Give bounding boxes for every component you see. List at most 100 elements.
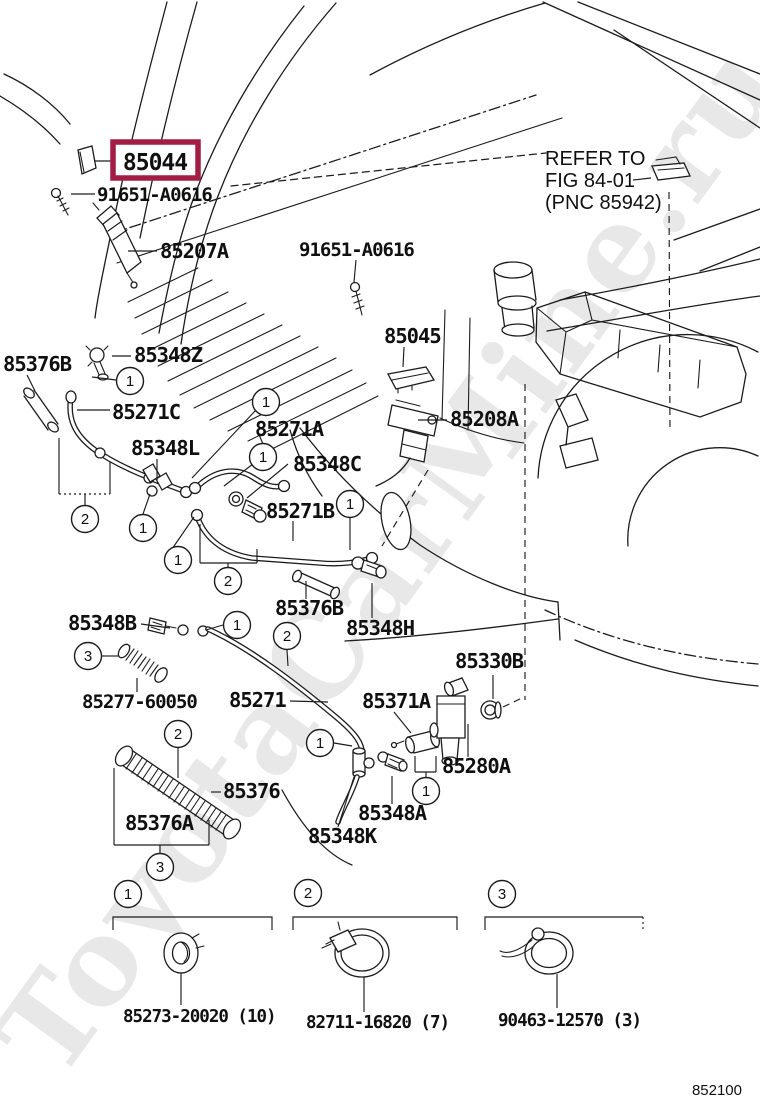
part-label-85348H[interactable]: 85348H — [346, 616, 415, 640]
part-label-85271B[interactable]: 85271B — [266, 499, 336, 523]
refer-note-line2: FIG 84-01 — [545, 170, 635, 192]
hose-85271C-drawing — [65, 390, 193, 499]
washer-reservoir-drawing — [493, 261, 747, 469]
callout-1-number: 1 — [126, 373, 134, 390]
callout-2: 2 — [272, 621, 302, 651]
legend-3-part-number[interactable]: 90463-12570 (3) — [498, 1011, 642, 1031]
callout-2: 2 — [70, 504, 100, 534]
legend: 1 85273-20020 (10) 2 82711-16820 (7) — [112, 878, 644, 1033]
part-labels: 91651-A0616 85207A 91651-A0616 85045 853… — [3, 184, 525, 848]
refer-note: REFER TO FIG 84-01 (PNC 85942) — [545, 148, 662, 214]
callout-2-number: 2 — [81, 511, 89, 528]
washer-cover-85044-drawing — [77, 145, 97, 175]
refer-note-line1: REFER TO — [545, 148, 645, 170]
fitting-85348A-drawing — [377, 751, 408, 772]
figure-code: 852100 — [692, 1082, 742, 1099]
callout-3: 3 — [73, 641, 103, 671]
callout-1-number: 1 — [316, 735, 324, 752]
callout-1: 1 — [411, 776, 441, 806]
callout-3: 3 — [145, 852, 175, 882]
callout-1-number: 1 — [233, 617, 241, 634]
car-body-lines — [0, 1, 760, 866]
nozzle-85045-drawing — [387, 366, 436, 394]
callout-1-number: 1 — [262, 394, 270, 411]
callout-1-number: 1 — [139, 520, 147, 537]
part-label-85376B-mid[interactable]: 85376B — [275, 596, 345, 620]
callout-2-number: 2 — [174, 726, 182, 743]
part-drawings — [23, 145, 691, 840]
part-label-85376A[interactable]: 85376A — [125, 811, 196, 835]
part-label-85277-60050[interactable]: 85277-60050 — [82, 691, 198, 713]
part-label-85207A[interactable]: 85207A — [160, 239, 231, 263]
part-label-85330B[interactable]: 85330B — [455, 649, 525, 673]
part-label-85376B-top[interactable]: 85376B — [3, 352, 73, 376]
callout-3-number: 3 — [84, 648, 92, 665]
part-label-85348C[interactable]: 85348C — [293, 452, 362, 476]
windshield-hatch — [127, 267, 379, 451]
callout-1: 1 — [115, 366, 145, 396]
part-label-85045[interactable]: 85045 — [384, 324, 442, 348]
clip-85348Z-drawing — [85, 345, 109, 381]
callout-1: 1 — [163, 545, 193, 575]
part-label-85208A[interactable]: 85208A — [450, 407, 521, 431]
callout-1: 1 — [335, 489, 365, 519]
fitting-85348B-drawing — [147, 617, 209, 637]
tie-90463-drawing — [499, 927, 574, 975]
screw-91651-top-drawing — [50, 187, 70, 216]
legend-1-part-number[interactable]: 85273-20020 (10) — [123, 1007, 277, 1027]
legend-item-1: 1 85273-20020 (10) — [112, 879, 277, 1027]
part-label-85271A[interactable]: 85271A — [255, 417, 326, 441]
legend-1-callout-number: 1 — [124, 886, 132, 903]
callout-1-number: 1 — [346, 496, 354, 513]
legend-item-2: 2 82711-16820 (7) — [292, 878, 458, 1033]
part-label-85376[interactable]: 85376 — [223, 779, 281, 803]
refer-part-drawing — [651, 156, 691, 181]
part-label-85271C[interactable]: 85271C — [112, 400, 181, 424]
grommet-85330B-drawing — [480, 700, 502, 720]
part-label-85348B[interactable]: 85348B — [68, 611, 138, 635]
legend-2-callout-number: 2 — [304, 885, 312, 902]
part-label-85348Z[interactable]: 85348Z — [134, 343, 204, 367]
screw-91651-mid-drawing — [349, 281, 365, 316]
callout-2: 2 — [163, 719, 193, 749]
callout-3-number: 3 — [156, 859, 164, 876]
part-label-85348A[interactable]: 85348A — [358, 801, 429, 825]
callout-1-number: 1 — [259, 449, 267, 466]
leader-lines — [26, 160, 652, 853]
callouts: 1 1 1 1 1 1 1 1 1 2 2 2 2 3 3 — [70, 366, 441, 882]
fitting-85348L-drawing — [142, 463, 173, 497]
callout-2-number: 2 — [283, 628, 291, 645]
part-label-85348L[interactable]: 85348L — [131, 436, 201, 460]
washer-jet-85207A-drawing — [92, 202, 142, 289]
callout-1: 1 — [248, 442, 278, 472]
part-label-85280A[interactable]: 85280A — [442, 754, 513, 778]
part-label-91651-A0616-top[interactable]: 91651-A0616 — [97, 184, 213, 206]
part-label-85271[interactable]: 85271 — [229, 688, 287, 712]
callout-2: 2 — [213, 566, 243, 596]
callout-1: 1 — [305, 728, 335, 758]
tube-85376B-mid-drawing — [291, 569, 341, 600]
nozzle-85208A-drawing — [375, 399, 439, 487]
refer-note-line3: (PNC 85942) — [545, 192, 662, 214]
screw-85348C-drawing — [228, 491, 267, 523]
hose-85271A-drawing — [188, 468, 291, 495]
legend-3-callout-number: 3 — [498, 886, 506, 903]
legend-2-part-number[interactable]: 82711-16820 (7) — [306, 1013, 450, 1033]
part-label-85371A[interactable]: 85371A — [362, 689, 433, 713]
fitting-85348H-drawing — [351, 556, 387, 579]
bellows-85277-drawing — [117, 643, 168, 683]
part-label-85348K[interactable]: 85348K — [308, 824, 379, 848]
tee-85348K-drawing — [335, 747, 375, 825]
part-label-85044[interactable]: 85044 — [123, 150, 188, 176]
callout-1-number: 1 — [422, 783, 430, 800]
bellows-85376A-drawing — [114, 745, 242, 840]
callout-1-number: 1 — [174, 552, 182, 569]
callout-1: 1 — [128, 513, 158, 543]
highlighted-part-box[interactable]: 85044 — [110, 139, 201, 181]
legend-item-3: 3 90463-12570 (3) — [484, 879, 644, 1031]
pump-85280A-drawing — [429, 677, 469, 766]
part-label-91651-A0616-mid[interactable]: 91651-A0616 — [299, 239, 415, 261]
clamp-82711-drawing — [321, 921, 390, 978]
